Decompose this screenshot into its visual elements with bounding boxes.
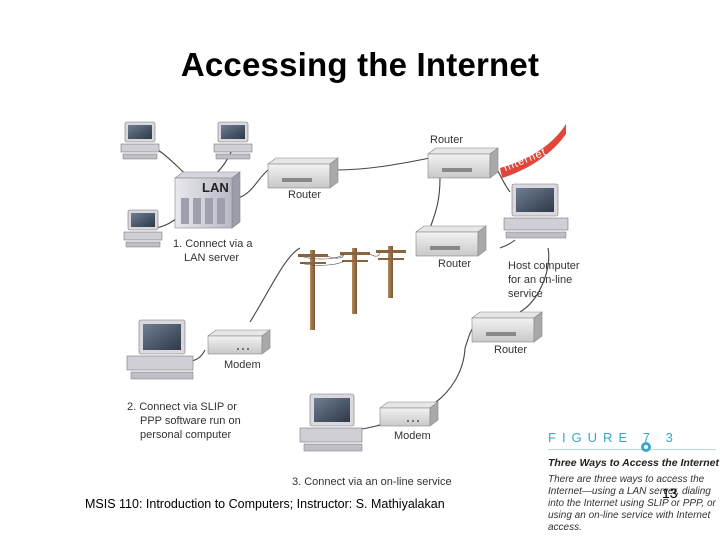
figure-title: Three Ways to Access the Internet <box>548 457 719 469</box>
slide-title: Accessing the Internet <box>180 46 540 83</box>
figure-rule <box>548 449 716 450</box>
workstation-computer <box>213 121 253 160</box>
router-label: Router <box>430 134 463 146</box>
host-caption-line: Host computer <box>508 260 580 272</box>
page-number: 13 <box>662 485 678 501</box>
modem <box>379 401 439 427</box>
router <box>415 225 487 257</box>
workstation-computer <box>123 209 163 248</box>
host-caption-line: for an on-line <box>508 274 572 286</box>
slip-caption-line: 2. Connect via SLIP or <box>127 401 237 413</box>
host-computer <box>503 183 569 239</box>
figure-heading: FIGURE 7 3 <box>548 430 679 445</box>
router <box>471 311 543 343</box>
slip-caption-line: personal computer <box>140 429 231 441</box>
personal-computer <box>299 393 363 452</box>
figure-bullet-icon <box>641 442 651 452</box>
host-caption-line: service <box>508 288 543 300</box>
router-label: Router <box>494 344 527 356</box>
online-caption: 3. Connect via an on-line service <box>292 476 452 488</box>
internet-label: Internet <box>502 146 549 174</box>
modem <box>207 329 271 355</box>
network-cables <box>155 149 550 431</box>
router-label: Router <box>438 258 471 270</box>
lan-server: LAN <box>174 171 241 229</box>
modem-label: Modem <box>224 359 261 371</box>
lan-label: LAN <box>202 180 229 195</box>
personal-computer <box>126 319 194 380</box>
internet-arc: Internet <box>500 124 566 178</box>
slide-footer: MSIS 110: Introduction to Computers; Ins… <box>85 497 445 511</box>
lan-caption-line: LAN server <box>184 252 239 264</box>
router <box>427 147 499 179</box>
utility-poles <box>298 246 406 330</box>
modem-label: Modem <box>394 430 431 442</box>
lan-caption-line: 1. Connect via a <box>173 238 253 250</box>
router-label: Router <box>288 189 321 201</box>
slip-caption-line: PPP software run on <box>140 415 241 427</box>
workstation-computer <box>120 121 160 160</box>
figure-caption: There are three ways to access the Inter… <box>548 474 716 533</box>
router <box>267 157 339 189</box>
